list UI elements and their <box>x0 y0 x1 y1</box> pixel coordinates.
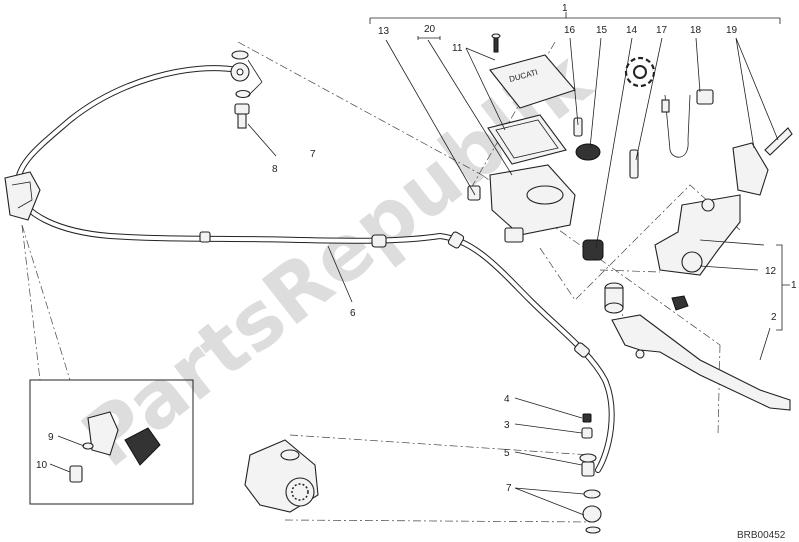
callout-3: 3 <box>504 420 510 431</box>
screw-11 <box>491 33 501 53</box>
reservoir-body <box>489 164 576 243</box>
callout-7-lower: 7 <box>506 483 512 494</box>
callout-1-bracket <box>776 244 790 331</box>
callout-17: 17 <box>656 25 668 36</box>
callout-13: 13 <box>378 26 390 37</box>
switch-17 <box>629 149 639 179</box>
bolt-19 <box>732 127 793 196</box>
reservoir-cap: DUCATI <box>489 54 576 109</box>
callout-6: 6 <box>350 308 356 319</box>
nut-part <box>671 295 689 311</box>
lower-fittings <box>579 413 602 534</box>
master-cylinder-body <box>654 194 741 276</box>
gear-icon <box>624 56 656 88</box>
callout-labels: 1 20 13 11 16 15 14 17 18 19 7 8 6 12 1 … <box>36 3 797 494</box>
callout-10: 10 <box>36 460 48 471</box>
bushing-part <box>604 282 624 314</box>
banjo-fitting-upper <box>230 50 251 129</box>
callout-1-right: 1 <box>791 280 797 291</box>
boot-14 <box>582 239 604 261</box>
callout-14: 14 <box>626 25 638 36</box>
leader-lines <box>49 12 781 516</box>
callout-1: 1 <box>562 3 568 14</box>
callout-11: 11 <box>452 43 463 54</box>
callout-5: 5 <box>504 448 510 459</box>
slave-cylinder <box>244 439 319 513</box>
callout-16: 16 <box>564 25 576 36</box>
switch-wire-18 <box>661 89 714 158</box>
callout-7-upper: 7 <box>310 149 316 160</box>
grommet-15 <box>575 143 601 161</box>
callout-12: 12 <box>765 266 777 277</box>
bolt-16 <box>573 117 583 137</box>
clutch-lever <box>611 314 791 411</box>
diagram-reference-code: BRB00452 <box>737 530 786 541</box>
callout-2: 2 <box>771 312 777 323</box>
detail-inset <box>29 379 194 505</box>
hose-guide-clip <box>4 171 41 221</box>
reservoir-gasket <box>487 114 567 165</box>
callout-18: 18 <box>690 25 702 36</box>
callout-4: 4 <box>504 394 510 405</box>
clutch-hose <box>14 65 615 473</box>
callout-20: 20 <box>424 24 436 35</box>
callout-19: 19 <box>726 25 738 36</box>
callout-9: 9 <box>48 432 54 443</box>
callout-8: 8 <box>272 164 278 175</box>
callout-15: 15 <box>596 25 608 36</box>
